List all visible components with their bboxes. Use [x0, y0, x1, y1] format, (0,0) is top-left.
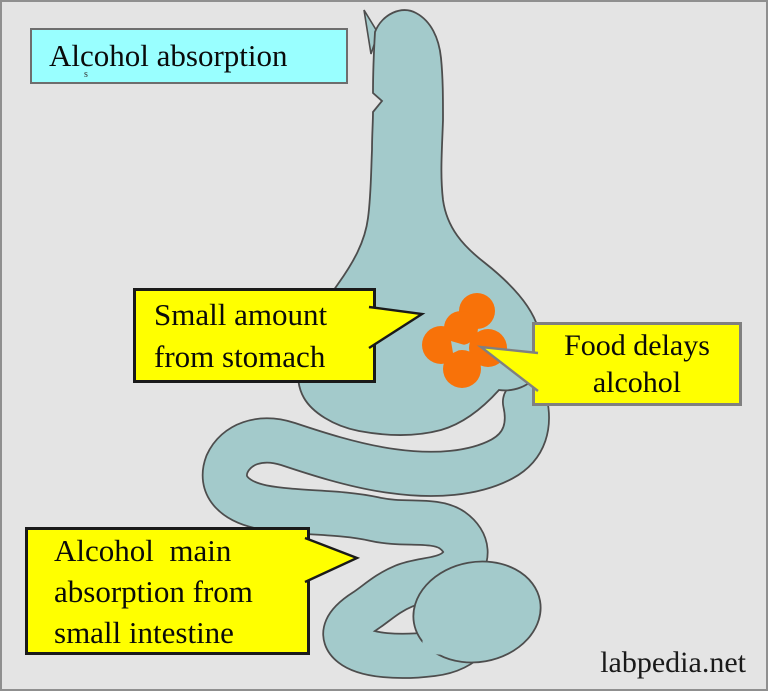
title-label: Alcohol absorption	[49, 38, 288, 73]
callout-line: Small amount	[154, 296, 328, 332]
food-particle-5	[443, 350, 481, 388]
callout-line: Food delays	[564, 329, 710, 362]
callout-line: from stomach	[154, 338, 326, 374]
small-intestine-tube	[203, 380, 549, 678]
callout-stomach-absorption: Small amount from stomach	[133, 288, 376, 383]
watermark: labpedia.net	[600, 646, 746, 679]
callout-line: alcohol	[592, 366, 682, 399]
intestine-blob-junction	[422, 621, 474, 655]
food-bolus-notch	[451, 341, 468, 353]
title-stray-mark: s	[84, 69, 88, 80]
callout-food-delay: Food delays alcohol	[532, 322, 742, 406]
title-box: Alcohol absorption	[30, 28, 348, 84]
callout-line: absorption from	[54, 573, 253, 609]
callout-intestine-absorption: Alcohol main absorption from small intes…	[25, 527, 310, 655]
callout-line: small intestine	[54, 614, 234, 650]
callout-line: Alcohol main	[54, 532, 232, 568]
